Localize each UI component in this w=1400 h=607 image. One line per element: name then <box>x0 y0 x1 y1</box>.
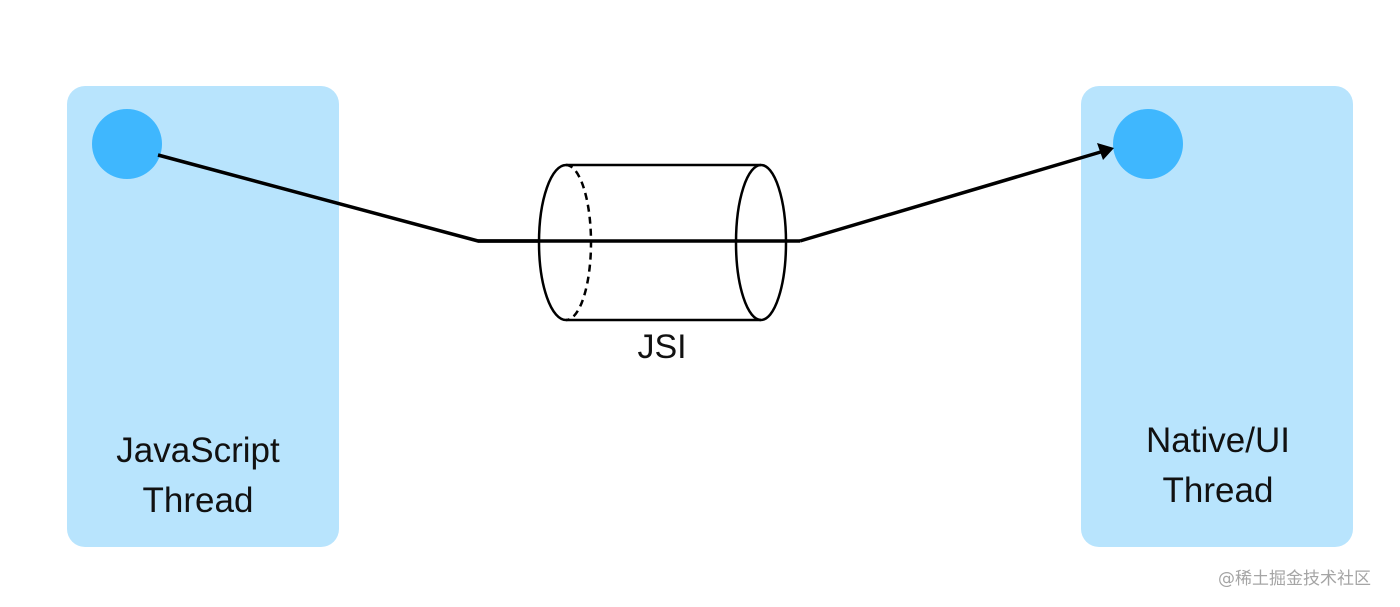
label-line-2: Thread <box>142 481 254 520</box>
javascript-thread-node <box>92 109 162 179</box>
javascript-thread-label: JavaScript Thread <box>67 426 329 526</box>
native-ui-thread-label: Native/UI Thread <box>1091 416 1345 516</box>
connector-line-right <box>799 149 1105 243</box>
jsi-cylinder-icon <box>537 163 788 322</box>
label-line-1: JavaScript <box>116 431 280 470</box>
native-ui-thread-node <box>1113 109 1183 179</box>
watermark: @稀土掘金技术社区 <box>1218 569 1371 589</box>
label-line-2: Thread <box>1162 471 1274 510</box>
label-line-1: Native/UI <box>1146 421 1290 460</box>
jsi-label: JSI <box>637 328 687 366</box>
